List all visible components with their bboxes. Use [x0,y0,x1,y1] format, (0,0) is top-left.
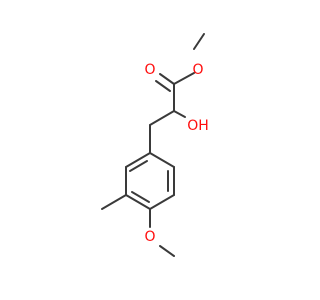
ring-bond-1 [125,152,151,168]
hydroxyl-label: OH [187,118,209,134]
bond-carbonyl-double-2 [155,80,171,92]
methoxy-oxygen-label: O [144,229,155,245]
bond-carbonyl-double-1 [159,73,175,85]
ring-bond-3-inner [131,191,150,203]
molecule-structure: O O OH O [101,33,209,257]
ring-bond-6 [149,152,175,168]
carbonyl-oxygen-label: O [144,62,155,78]
bond-calpha-oh [173,110,186,118]
ring-bond-1-inner [129,160,148,172]
bond-calpha-ch2 [149,110,175,126]
ester-oxygen-label: O [192,62,203,78]
bond-ring-methyl [101,194,127,210]
ring-bond-3 [125,194,151,210]
ring-bond-4 [149,194,175,210]
bond-methyl-ester-o [193,33,205,50]
bond-methoxy-o-methyl [159,245,175,257]
bond-ester-o-carbonyl-c [173,72,195,85]
